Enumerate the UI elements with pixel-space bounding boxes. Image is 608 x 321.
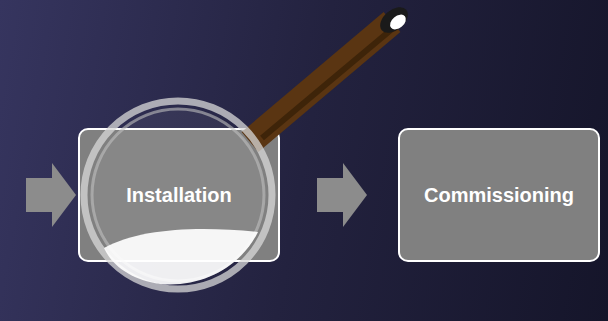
box-label: Installation <box>126 184 232 207</box>
block-arrow-shape <box>317 163 367 227</box>
lens-ring-outer <box>84 101 272 289</box>
glass-handle <box>250 22 392 142</box>
box-label: Commissioning <box>424 184 574 207</box>
process-box: Installation <box>78 128 280 262</box>
process-box: Commissioning <box>398 128 600 262</box>
lens-ring-inner <box>92 109 264 281</box>
block-arrow <box>317 163 367 227</box>
handle-tip-shine <box>387 12 409 33</box>
lens-highlight <box>104 229 258 284</box>
glass-handle-shade <box>262 24 398 138</box>
handle-tip <box>375 2 412 38</box>
entry-arrow-shape <box>26 163 76 227</box>
